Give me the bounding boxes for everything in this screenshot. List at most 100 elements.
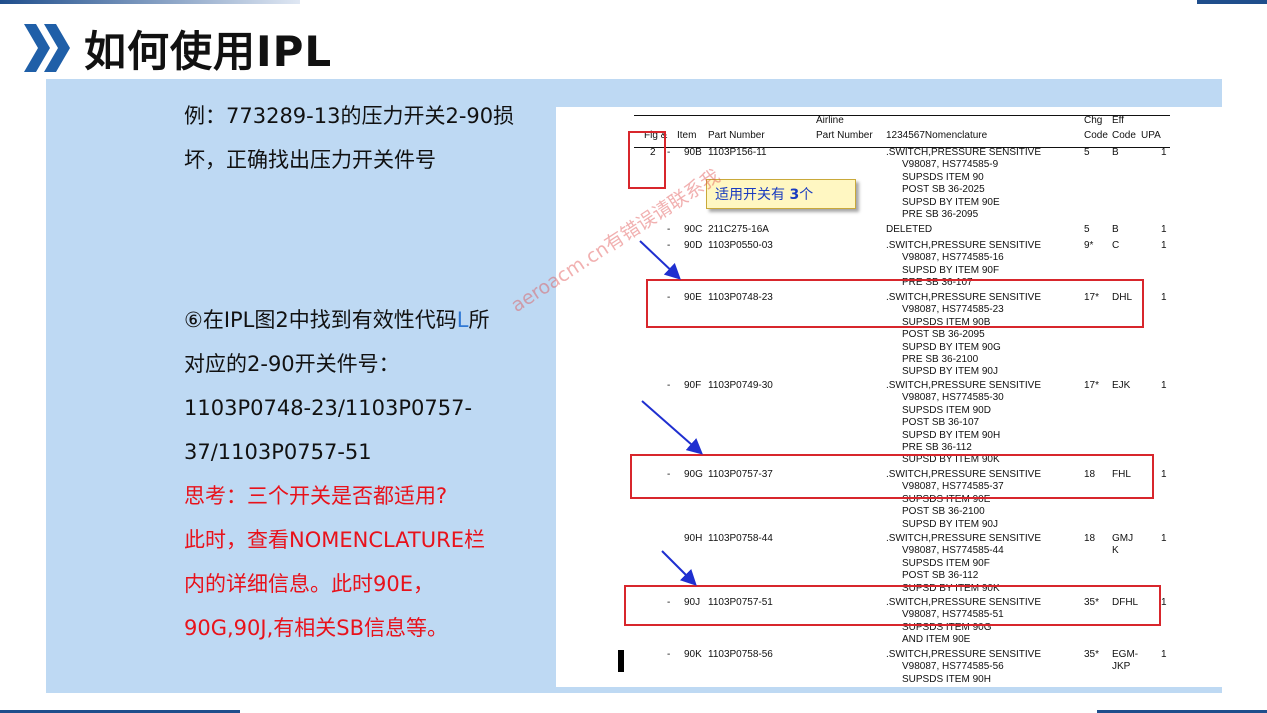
double-chevron-icon [24, 22, 72, 74]
arrow-to-90e [639, 240, 681, 280]
top-accent-bar [0, 0, 300, 4]
arrow-layer [639, 240, 704, 586]
row-nomenclature-line: V98087, HS774585-56 [902, 661, 1004, 673]
step-line: ⑥在IPL图2中找到有效性代码L所 [184, 298, 544, 342]
row-nomenclature-line: V98087, HS774585-9 [902, 159, 999, 171]
row-item: 90F [684, 380, 702, 391]
row-eff-code: FHL [1112, 469, 1131, 480]
header-item: Item [677, 130, 697, 141]
row-nomenclature-line: SUPSDS ITEM 90B [902, 316, 991, 328]
row-nomenclature-line: PRE SB 36-107 [902, 277, 973, 289]
applicable-switch-callout: 适用开关有 3个 [706, 179, 856, 209]
row-item: 90C [684, 224, 703, 235]
row-chg-code: 18 [1084, 533, 1096, 544]
row-upa: 1 [1161, 649, 1167, 660]
row-dash: - [667, 380, 671, 391]
row-nomenclature-line: PRE SB 36-112 [902, 442, 972, 453]
callout-text: 个 [799, 187, 814, 203]
row-item: 90D [684, 240, 703, 251]
step-line: 1103P0748-23/1103P0757- [184, 396, 473, 420]
bottom-accent-bar-right [1097, 710, 1267, 713]
row-eff-code: GMJ [1112, 533, 1134, 544]
row-nomenclature-line: POST SB 36-2095 [902, 329, 985, 341]
top-accent-bar-right [1197, 0, 1267, 4]
row-90j-highlight-box [624, 585, 1161, 626]
row-item: 90J [684, 597, 701, 608]
header-fig: Fig & [644, 130, 668, 141]
row-nomenclature-line: PRE SB 36-2095 [902, 209, 979, 220]
row-nomenclature-line: SUPSDS ITEM 90H [902, 673, 991, 685]
row-part-number: 1103P0749-30 [708, 380, 773, 391]
row-nomenclature-line: PRE SB 36-2100 [902, 354, 979, 365]
header-airline-part-number: Part Number [816, 130, 873, 141]
callout-count: 3 [789, 187, 800, 203]
think-line: 内的详细信息。此时90E， [184, 572, 434, 596]
example-line: 例：773289-13的压力开关2-90损 [184, 104, 515, 128]
row-nomenclature-line: SUPSD BY ITEM 90K [902, 582, 1000, 594]
step-line-text: ⑥在IPL图2中找到有效性代码 [184, 308, 457, 332]
row-dash: - [667, 147, 671, 158]
row-nomenclature-line: V98087, HS774585-37 [902, 481, 1004, 493]
row-part-number: 1103P0748-23 [708, 292, 773, 303]
row-nomenclature-line: .SWITCH,PRESSURE SENSITIVE [886, 147, 1042, 158]
row-dash: - [667, 469, 671, 480]
text-cursor-marker [618, 650, 624, 672]
row-eff-code: JKP [1112, 661, 1131, 672]
row-eff-code: B [1112, 147, 1119, 158]
row-chg-code: 17* [1084, 292, 1100, 303]
row-nomenclature-line: .SWITCH,PRESSURE SENSITIVE [886, 292, 1042, 303]
row-part-number: 1103P0757-51 [708, 597, 773, 608]
header-upa: UPA [1141, 130, 1161, 141]
row-nomenclature-line: .SWITCH,PRESSURE SENSITIVE [886, 469, 1042, 480]
row-dash: - [667, 240, 671, 251]
row-nomenclature-line: SUPSDS ITEM 90F [902, 557, 990, 569]
row-part-number: 1103P0758-44 [708, 533, 773, 544]
fig-highlight-box [628, 131, 666, 189]
effectivity-code-L: L [456, 308, 469, 332]
row-eff-code: B [1112, 224, 1119, 235]
header-nomenclature: 1234567Nomenclature [886, 130, 988, 141]
row-dash: - [667, 597, 671, 608]
row-part-number: 1103P156-11 [708, 147, 767, 158]
think-line: 思考：三个开关是否都适用? [184, 484, 448, 508]
row-upa: 1 [1161, 597, 1167, 608]
row-nomenclature-line: SUPSD BY ITEM 90E [902, 196, 1000, 208]
row-nomenclature-line: DELETED [886, 224, 933, 235]
title-area: 如何使用IPL [24, 18, 332, 78]
header-chg-code: Code [1084, 130, 1108, 141]
row-part-number: 1103P0757-37 [708, 469, 773, 480]
row-nomenclature-line: SUPSDS ITEM 90G [902, 621, 992, 633]
row-eff-code: DFHL [1112, 597, 1139, 608]
example-text: 例：773289-13的压力开关2-90损 坏，正确找出压力开关件号 [184, 94, 544, 182]
step-line: 37/1103P0757-51 [184, 440, 372, 464]
row-nomenclature-line: SUPSD BY ITEM 90F [902, 264, 1000, 276]
bottom-accent-bar [0, 710, 240, 713]
row-eff-code: DHL [1112, 292, 1133, 303]
callout-text: 适用开关有 [715, 187, 790, 203]
row-nomenclature-line: SUPSDS ITEM 90D [902, 404, 991, 416]
row-chg-code: 17* [1084, 380, 1100, 391]
row-nomenclature-line: POST SB 36-2025 [902, 184, 985, 196]
step-text: ⑥在IPL图2中找到有效性代码L所 对应的2-90开关件号： 1103P0748… [184, 298, 544, 650]
row-nomenclature-line: POST SB 36-112 [902, 570, 979, 582]
row-nomenclature-line: V98087, HS774585-16 [902, 252, 1004, 264]
row-nomenclature-line: POST SB 36-2100 [902, 506, 985, 518]
row-90e-highlight-box [646, 279, 1144, 328]
row-nomenclature-line: SUPSD BY ITEM 90J [902, 366, 998, 378]
header-rule [634, 147, 1170, 148]
row-nomenclature-line: SUPSD BY ITEM 90G [902, 341, 1001, 353]
row-nomenclature-line: .SWITCH,PRESSURE SENSITIVE [886, 240, 1042, 251]
think-line: 90G,90J,有相关SB信息等。 [184, 616, 448, 640]
row-chg-code: 9* [1084, 240, 1094, 251]
header-chg: Chg [1084, 115, 1103, 126]
row-dash: - [667, 224, 671, 235]
row-chg-code: 35* [1084, 597, 1100, 608]
row-eff-code: C [1112, 240, 1120, 251]
row-item: 90G [684, 469, 703, 480]
row-item: 90K [684, 649, 702, 660]
row-nomenclature-line: V98087, HS774585-51 [902, 609, 1004, 621]
row-upa: 1 [1161, 380, 1167, 391]
arrow-to-90g [641, 400, 704, 455]
row-nomenclature-line: V98087, HS774585-44 [902, 545, 1004, 557]
row-dash: - [667, 649, 671, 660]
